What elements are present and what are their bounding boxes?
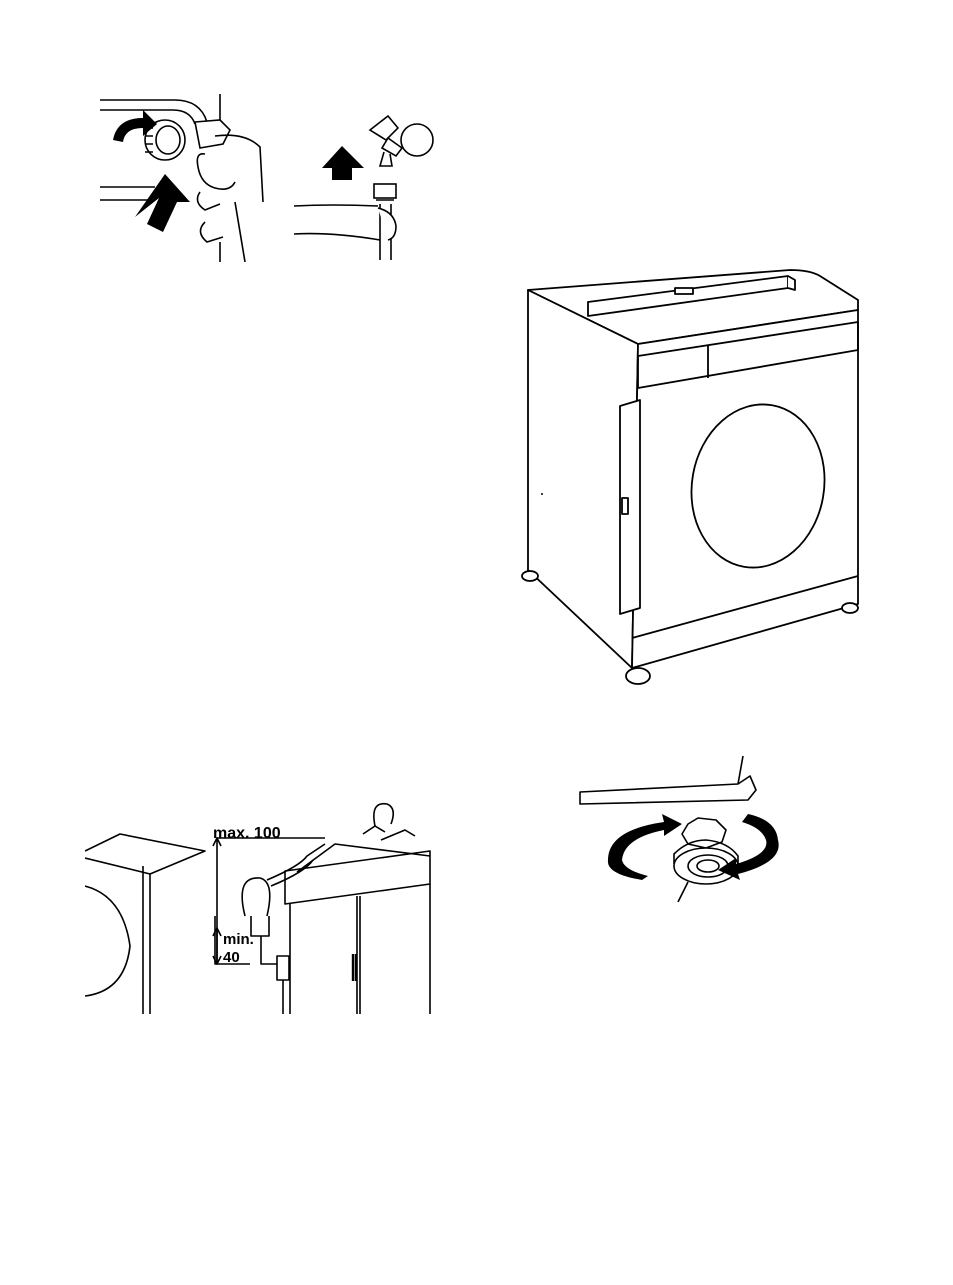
drain-hose-drawing: max. 100 min. 40 — [85, 796, 435, 1018]
up-arrow-icon — [322, 146, 364, 180]
figure-adjustable-foot — [578, 752, 808, 902]
max-height-label: max. 100 — [213, 825, 281, 842]
figure-hose-connect-tap — [292, 108, 492, 263]
up-arrow-icon — [135, 174, 190, 232]
washing-machine-drawing — [520, 258, 865, 690]
hose-connect-machine-drawing — [95, 92, 270, 262]
adjustable-foot-drawing — [578, 752, 808, 902]
figure-washing-machine — [520, 258, 865, 690]
hose-connect-tap-drawing — [292, 108, 492, 263]
figure-hose-connect-machine — [95, 92, 270, 262]
min-height-label-line2: 40 — [223, 949, 240, 966]
min-height-label-line1: min. — [223, 931, 254, 948]
figure-drain-hose-height: max. 100 min. 40 — [85, 796, 435, 1018]
